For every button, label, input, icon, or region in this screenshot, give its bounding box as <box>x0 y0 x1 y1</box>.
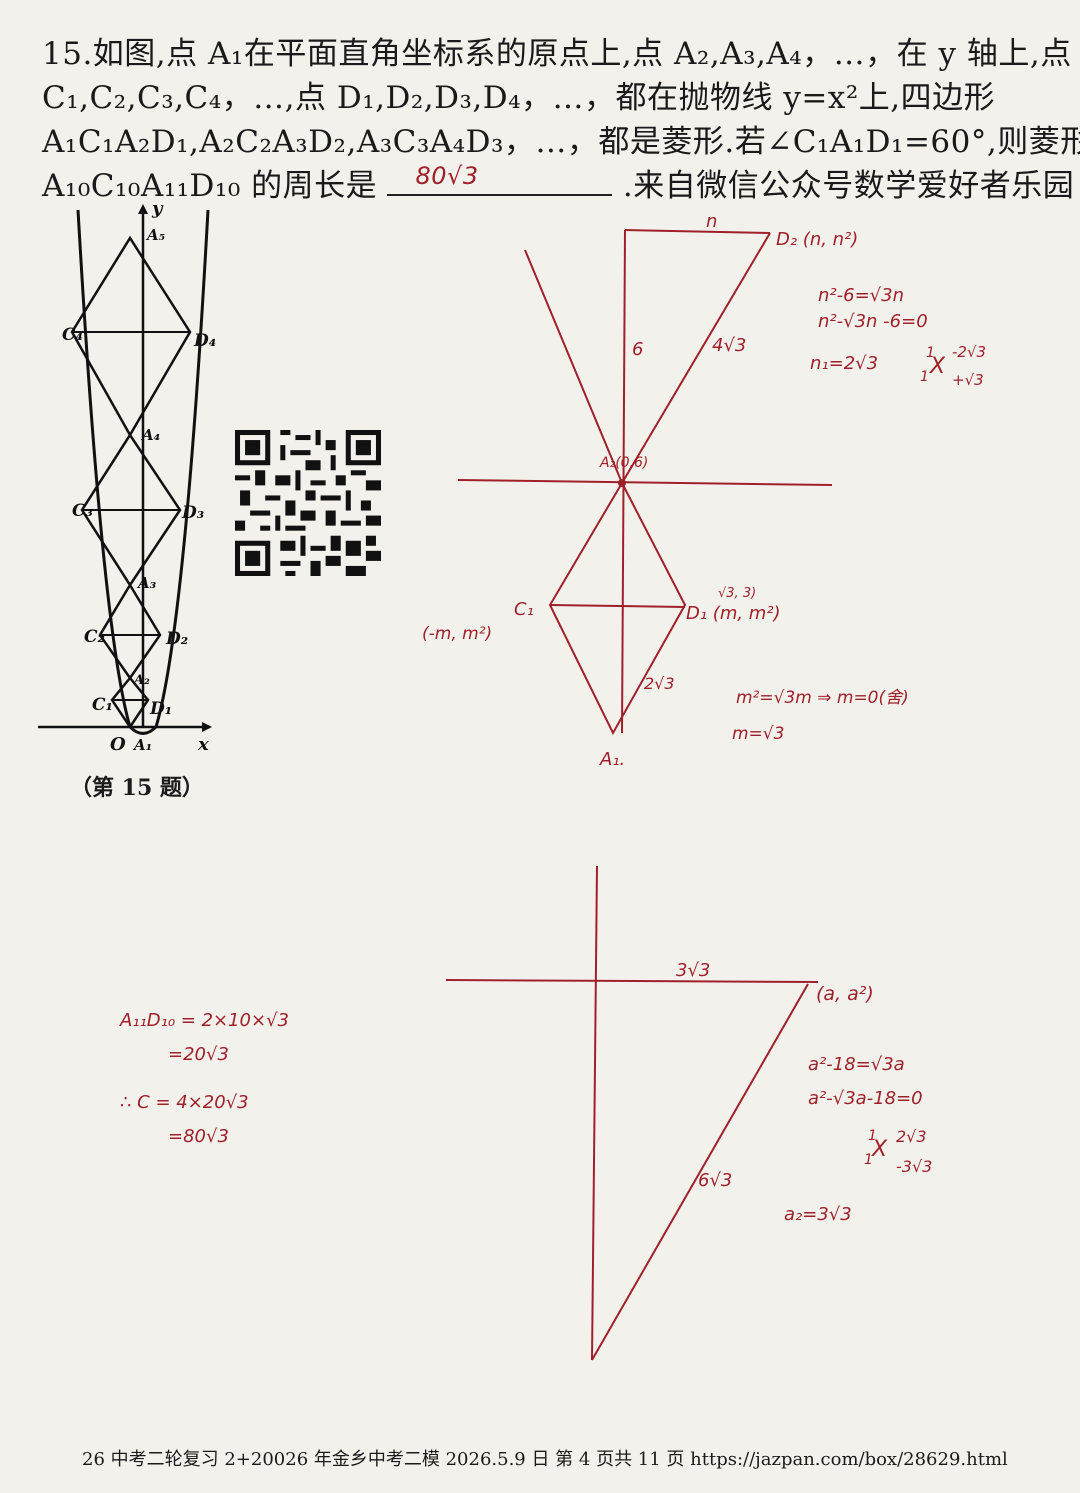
note-n-top: n <box>706 211 717 232</box>
label-x: x <box>197 734 209 755</box>
cross-d: +√3 <box>952 371 984 389</box>
note-side-6: 6 <box>632 339 643 360</box>
note-side-2r3: 2√3 <box>644 674 675 693</box>
handwritten-calculation: A₁₁D₁₀ = 2×10×√3 =20√3 ∴ C = 4×20√3 =80√… <box>119 1010 289 1147</box>
sketch2-y-axis <box>591 865 598 1361</box>
sketch-line-left <box>524 249 623 484</box>
cross-a: 1 <box>926 345 935 361</box>
qr-code-icon <box>235 430 381 576</box>
cross2-d: -3√3 <box>896 1157 932 1176</box>
cross2-c: 2√3 <box>896 1127 927 1146</box>
page-footer: 26 中考二轮复习 2+20026 年金乡中考二模 2026.5.9 日 第 4… <box>82 1449 1008 1470</box>
calc-line-3: ∴ C = 4×20√3 <box>120 1092 249 1113</box>
note-d1: D₁ (m, m²) <box>686 603 781 624</box>
note2-eq2: a²-√3a-18=0 <box>808 1088 923 1109</box>
note2-sol: a₂=3√3 <box>784 1204 852 1225</box>
handwritten-sketch-2: 3√3 (a, a²) a²-18=√3a a²-√3a-18=0 1 1 X … <box>445 865 932 1361</box>
label-a3: A₃ <box>136 574 157 592</box>
label-c1: C₁ <box>92 695 113 715</box>
sketch-x-axis <box>457 479 833 486</box>
x-axis-arrow-icon <box>202 722 212 732</box>
label-c2: C₂ <box>84 627 105 647</box>
question-line-4-prefix: A₁₀C₁₀A₁₁D₁₀ 的周长是 <box>42 168 378 204</box>
cross2-b: 1 <box>864 1152 873 1168</box>
calc-line-4: =80√3 <box>168 1126 229 1147</box>
sketch-rhombus-diag <box>549 604 686 608</box>
cross-b: 1 <box>920 369 929 385</box>
note-eq1: n²-6=√3n <box>818 285 904 306</box>
rhombus-4 <box>70 235 192 436</box>
answer-blank: 80√3 <box>387 162 613 196</box>
note-a1: A₁. <box>599 749 625 770</box>
note2-point: (a, a²) <box>816 983 874 1005</box>
sketch-a2-dot <box>618 479 626 487</box>
label-a1: A₁ <box>132 736 152 754</box>
y-axis-arrow-icon <box>138 204 148 214</box>
calc-line-2: =20√3 <box>168 1044 229 1065</box>
cross-multiply-icon: X <box>929 354 946 379</box>
note-eq2: n²-√3n -6=0 <box>818 311 928 332</box>
note2-top: 3√3 <box>676 960 710 981</box>
cross2-a: 1 <box>868 1128 877 1144</box>
label-y: y <box>151 200 164 219</box>
question-line-4: A₁₀C₁₀A₁₁D₁₀ 的周长是 80√3 .来自微信公众号数学爱好者乐园 <box>42 160 1074 205</box>
label-a5: A₅ <box>145 226 166 244</box>
sketch2-x-axis <box>445 979 819 983</box>
label-d3: D₃ <box>181 503 204 523</box>
label-a2: A₂ <box>132 673 150 688</box>
sketch-top-line <box>624 229 771 234</box>
handwritten-sketch-1: n D₂ (n, n²) 6 4√3 n²-6=√3n n²-√3n -6=0 … <box>422 211 986 770</box>
label-a4: A₄ <box>140 426 160 444</box>
calc-line-1: A₁₁D₁₀ = 2×10×√3 <box>119 1010 289 1031</box>
note-c1-coord: (-m, m²) <box>422 624 492 644</box>
label-d4: D₄ <box>193 331 216 351</box>
note-c1: C₁ <box>514 599 534 620</box>
note2-eq1: a²-18=√3a <box>808 1054 905 1075</box>
question-line-4-suffix: .来自微信公众号数学爱好者乐园 <box>622 168 1075 204</box>
note-a2: A₂(0,6) <box>599 455 648 471</box>
note-d1-vals: √3, 3) <box>718 586 756 601</box>
figure-caption: （第 15 题） <box>70 775 204 801</box>
question-line-3: A₁C₁A₂D₁,A₂C₂A₃D₂,A₃C₃A₄D₃，…，都是菱形.若∠C₁A₁… <box>42 124 1080 160</box>
cross2-multiply-icon: X <box>871 1137 888 1162</box>
label-c4: C₄ <box>62 325 83 345</box>
label-o: O <box>110 734 126 755</box>
note-m: m=√3 <box>732 724 784 744</box>
question-line-2: C₁,C₂,C₃,C₄，…,点 D₁,D₂,D₃,D₄，…，都在抛物线 y=x²… <box>42 80 996 116</box>
label-c3: C₃ <box>72 501 93 521</box>
note-n1: n₁=2√3 <box>810 353 878 374</box>
question-line-1: 15.如图,点 A₁在平面直角坐标系的原点上,点 A₂,A₃,A₄，…，在 y … <box>42 36 1072 72</box>
parabola-figure: y x O A₁ A₂ A₃ A₄ A₅ C₁ C₂ C₃ C₄ D₁ D₂ D… <box>38 200 216 755</box>
parabola-curve <box>76 209 210 735</box>
label-d1: D₁ <box>149 699 172 719</box>
sketch-rhombus <box>548 482 687 736</box>
sketch-line-right <box>621 232 771 484</box>
note2-side: 6√3 <box>698 1170 732 1191</box>
sketch2-side <box>591 983 809 1361</box>
handwritten-answer: 80√3 <box>415 162 479 190</box>
cross-c: -2√3 <box>952 343 986 361</box>
label-d2: D₂ <box>165 629 188 649</box>
note-side-4r3: 4√3 <box>712 335 746 356</box>
note-m-eq: m²=√3m ⇒ m=0(舍) <box>736 688 909 708</box>
note-d2: D₂ (n, n²) <box>776 229 858 250</box>
